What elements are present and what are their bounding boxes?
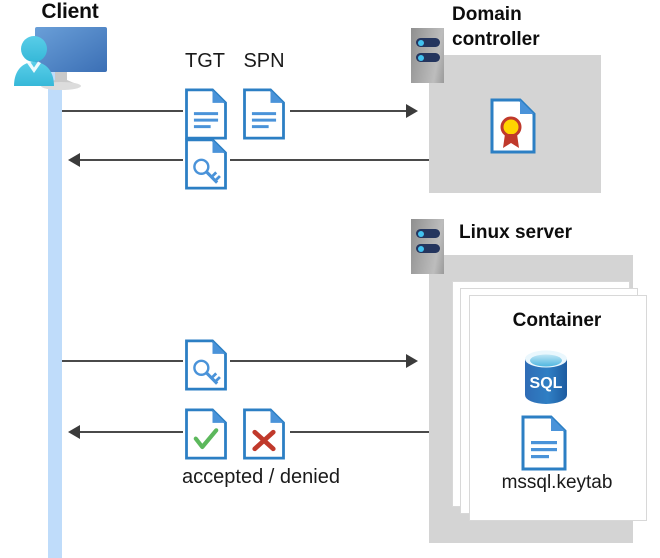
- message-line-1-right: [290, 110, 407, 112]
- container-title: Container: [512, 310, 602, 331]
- certificate-document-icon: [490, 98, 536, 159]
- message-line-2-right: [230, 159, 429, 161]
- domain-controller-title-line1: Domain: [452, 4, 522, 25]
- message-line-2-left: [80, 159, 183, 161]
- check-document-icon: [184, 408, 228, 465]
- message-arrowhead-3-right: [406, 354, 418, 368]
- domain-controller-title-line2: controller: [452, 29, 540, 50]
- message-arrowhead-4-left: [68, 425, 80, 439]
- keytab-label: mssql.keytab: [501, 472, 613, 493]
- tgt-label: TGT: [185, 50, 225, 72]
- message-line-3-right: [230, 360, 407, 362]
- spn-label: SPN: [243, 50, 285, 72]
- domain-controller-title: Domain controller: [452, 2, 642, 52]
- message-arrowhead-2-left: [68, 153, 80, 167]
- message-line-1-left: [62, 110, 183, 112]
- message-arrowhead-1-right: [406, 104, 418, 118]
- client-monitor-user-icon: [8, 24, 114, 96]
- verdict-label: accepted / denied: [182, 466, 340, 488]
- linux-server-icon: [411, 219, 444, 274]
- spn-document-icon: [242, 88, 286, 145]
- tgt-document-icon: [184, 88, 228, 145]
- message-line-3-left: [62, 360, 183, 362]
- client-lifeline: [48, 62, 62, 558]
- client-label: Client: [41, 0, 99, 23]
- key-document-icon-response: [184, 138, 228, 195]
- cross-document-icon: [242, 408, 286, 465]
- domain-controller-server-icon: [411, 28, 444, 83]
- sql-database-icon: SQL: [522, 350, 570, 409]
- message-line-4-left: [80, 431, 183, 433]
- keytab-document-icon: [521, 415, 567, 476]
- linux-server-title: Linux server: [459, 222, 572, 243]
- key-document-icon-request: [184, 339, 228, 396]
- container-card-front: [469, 295, 647, 521]
- svg-text:SQL: SQL: [530, 375, 563, 392]
- message-line-4-right: [290, 431, 429, 433]
